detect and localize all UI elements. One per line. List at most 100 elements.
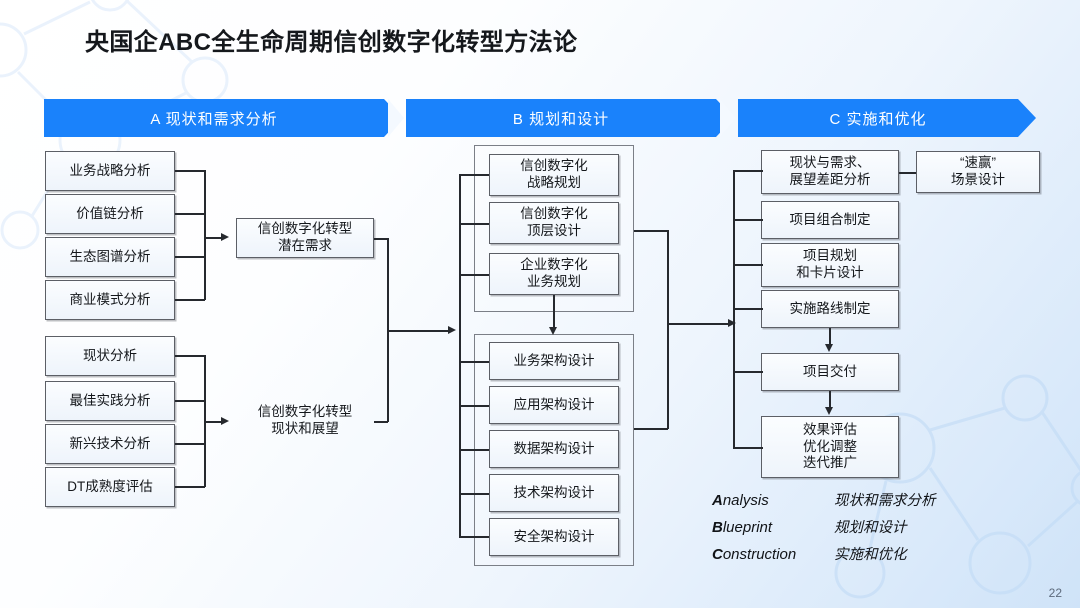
phase-segment-c[interactable]: C 实施和优化 — [738, 99, 1036, 137]
connector-planning-to-arch — [553, 295, 555, 331]
connector-b-right-bus — [667, 230, 669, 429]
legend-initial: C — [712, 546, 723, 563]
connector-b-stub-6 — [459, 449, 489, 451]
box-label-line1: 效果评估 — [803, 421, 857, 437]
phase-segment-a[interactable]: A 现状和需求分析 — [44, 99, 402, 137]
box-ecosystem-map-analysis[interactable]: 生态图谱分析 — [45, 237, 175, 277]
legend-initial: B — [712, 519, 723, 536]
legend-meaning-construction: 实施和优化 — [834, 547, 907, 563]
arrow-a-to-demand — [221, 233, 229, 241]
phase-banner: A 现状和需求分析 B 规划和设计 C 实施和优化 — [44, 99, 1036, 137]
phase-label-b: B 规划和设计 — [512, 110, 610, 128]
box-application-architecture-design[interactable]: 应用架构设计 — [489, 386, 619, 424]
box-xinchuang-strategy-plan[interactable]: 信创数字化 战略规划 — [489, 154, 619, 196]
phase-segment-b[interactable]: B 规划和设计 — [406, 99, 734, 137]
connector-outlook-out — [374, 421, 388, 423]
box-label-line2: 和卡片设计 — [796, 265, 864, 280]
box-label: 新兴技术分析 — [69, 435, 151, 451]
connector-b-stub-2 — [459, 223, 489, 225]
phase-chevron-1 — [388, 99, 404, 137]
legend-term-blueprint: Blueprint — [712, 519, 834, 536]
connector-b-to-c — [667, 323, 729, 325]
connector-a3-stub — [175, 256, 205, 258]
box-label: 业务战略分析 — [69, 162, 151, 178]
box-data-architecture-design[interactable]: 数据架构设计 — [489, 430, 619, 468]
box-evaluation-optimization-iteration[interactable]: 效果评估 优化调整 迭代推广 — [761, 416, 899, 478]
legend: Analysis 现状和需求分析 Blueprint 规划和设计 Constru… — [712, 489, 936, 570]
box-business-model-analysis[interactable]: 商业模式分析 — [45, 280, 175, 320]
connector-c-stub-1 — [733, 170, 763, 172]
box-label-line2: 战略规划 — [527, 175, 581, 190]
box-label-line2: 优化调整 — [803, 438, 857, 454]
box-label-line3: 迭代推广 — [803, 455, 857, 471]
legend-rest: onstruction — [722, 546, 797, 563]
box-project-portfolio[interactable]: 项目组合制定 — [761, 201, 899, 239]
connector-roadmap-to-delivery — [829, 328, 831, 345]
box-implementation-roadmap[interactable]: 实施路线制定 — [761, 290, 899, 328]
box-label: 最佳实践分析 — [69, 392, 151, 408]
box-current-state-analysis[interactable]: 现状分析 — [45, 336, 175, 376]
box-label-line1: 现状与需求、 — [789, 155, 871, 171]
box-label: 技术架构设计 — [513, 484, 595, 500]
box-label: 安全架构设计 — [513, 528, 595, 544]
arrow-a-to-outlook — [221, 417, 229, 425]
connector-b-stub-7 — [459, 493, 489, 495]
box-label-line1: 信创数字化 — [520, 206, 588, 222]
box-security-architecture-design[interactable]: 安全架构设计 — [489, 518, 619, 556]
box-project-plan-and-cards[interactable]: 项目规划 和卡片设计 — [761, 243, 899, 287]
connector-b-stub-5 — [459, 405, 489, 407]
connector-a6-stub — [175, 400, 205, 402]
box-label: 现状分析 — [83, 347, 137, 363]
box-label-line2: 场景设计 — [951, 172, 1005, 187]
box-potential-demand[interactable]: 信创数字化转型 潜在需求 — [236, 218, 374, 258]
box-xinchuang-toplevel-design[interactable]: 信创数字化 顶层设计 — [489, 202, 619, 244]
connector-b-right-bottom — [634, 428, 668, 430]
connector-a4-stub — [175, 299, 205, 301]
connector-a2-stub — [175, 213, 205, 215]
legend-term-construction: Construction — [712, 546, 834, 563]
connector-a-to-demand — [204, 237, 222, 239]
connector-b-stub-8 — [459, 536, 489, 538]
box-label: 价值链分析 — [76, 205, 144, 221]
box-label: 项目交付 — [803, 363, 857, 379]
connector-c-stub-6 — [733, 447, 763, 449]
box-label-line1: 企业数字化 — [520, 257, 588, 273]
box-label-line2: 顶层设计 — [527, 223, 581, 238]
arrow-delivery-to-evaluation — [825, 407, 833, 415]
arrow-roadmap-to-delivery — [825, 344, 833, 352]
connector-a7-stub — [175, 443, 205, 445]
box-project-delivery[interactable]: 项目交付 — [761, 353, 899, 391]
connector-c-stub-4 — [733, 308, 763, 310]
arrow-b-to-c — [728, 319, 736, 327]
connector-a-bus-top — [204, 170, 206, 300]
box-current-and-outlook[interactable]: 信创数字化转型 现状和展望 — [236, 400, 374, 442]
legend-rest: lueprint — [722, 519, 773, 536]
connector-a8-stub — [175, 486, 205, 488]
box-emerging-tech-analysis[interactable]: 新兴技术分析 — [45, 424, 175, 464]
box-label-line1: 项目规划 — [803, 248, 857, 264]
phase-label-a: A 现状和需求分析 — [150, 110, 278, 128]
box-label-line2: 展望差距分析 — [789, 172, 871, 187]
legend-row-analysis: Analysis 现状和需求分析 — [712, 489, 936, 510]
box-technology-architecture-design[interactable]: 技术架构设计 — [489, 474, 619, 512]
connector-b-stub-4 — [459, 361, 489, 363]
box-label: 实施路线制定 — [789, 300, 871, 316]
box-dt-maturity-assessment[interactable]: DT成熟度评估 — [45, 467, 175, 507]
box-enterprise-digital-business-plan[interactable]: 企业数字化 业务规划 — [489, 253, 619, 295]
box-label: 项目组合制定 — [789, 211, 871, 227]
box-label: 生态图谱分析 — [69, 248, 151, 264]
legend-meaning-analysis: 现状和需求分析 — [834, 493, 936, 509]
box-gap-analysis[interactable]: 现状与需求、 展望差距分析 — [761, 150, 899, 194]
connector-b-right-top — [634, 230, 668, 232]
box-value-chain-analysis[interactable]: 价值链分析 — [45, 194, 175, 234]
connector-c-stub-2 — [733, 219, 763, 221]
page-number: 22 — [1048, 586, 1062, 600]
box-best-practice-analysis[interactable]: 最佳实践分析 — [45, 381, 175, 421]
connector-demand-out — [374, 238, 388, 240]
connector-a5-stub — [175, 355, 205, 357]
box-quick-win-scenario-design[interactable]: “速赢” 场景设计 — [916, 151, 1040, 193]
connector-b-left-bus — [459, 174, 461, 537]
box-business-architecture-design[interactable]: 业务架构设计 — [489, 342, 619, 380]
box-business-strategy-analysis[interactable]: 业务战略分析 — [45, 151, 175, 191]
phase-label-c: C 实施和优化 — [829, 110, 927, 128]
